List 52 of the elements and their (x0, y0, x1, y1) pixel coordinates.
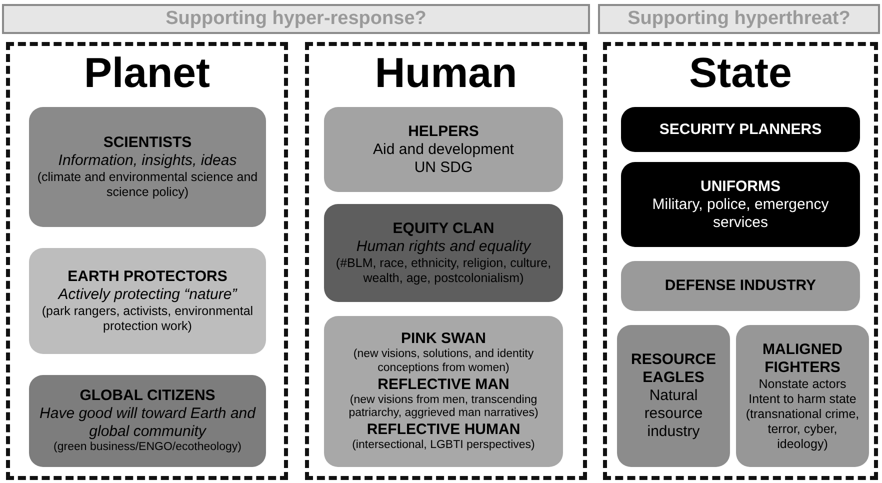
group-heading: EARTH PROTECTORS (68, 268, 228, 286)
description-text: Aid and development (373, 140, 514, 158)
description-text: (green business/ENGO/ecotheology) (54, 441, 242, 455)
banner-text: Supporting hyperthreat? (628, 8, 850, 30)
panel-title: Planet (84, 50, 210, 96)
category-box (621, 162, 860, 247)
group-heading: UNIFORMS (700, 178, 780, 196)
panel-title: Human (374, 50, 518, 96)
group-heading: SECURITY PLANNERS (659, 120, 822, 138)
description-text: (#BLM, race, ethnicity, religion, culture, wealth, age, postcolonialism) (334, 256, 552, 286)
group-heading: PINK SWAN (400, 330, 486, 348)
description-text: (transnational crime, terror, cyber, ideology) (744, 406, 860, 452)
group-heading: REFLECTIVE HUMAN (366, 421, 520, 440)
description-text: Natural resource industry (643, 387, 704, 441)
description-text: UN SDG (414, 158, 473, 176)
category-box (617, 325, 730, 467)
category-box (621, 261, 860, 311)
description-text: Military, police, emergency services (651, 196, 830, 232)
description-text: Information, insights, ideas (58, 152, 237, 170)
description-text: Nonstate actors (758, 376, 846, 392)
group-heading: RESOURCE EAGLES (630, 351, 717, 387)
category-box (621, 107, 860, 152)
dashed-panel (603, 42, 878, 480)
dashed-panel (305, 42, 587, 480)
description-text: (new visions, solutions, and identity conceptions from women) (352, 348, 535, 376)
category-box (324, 316, 563, 467)
category-box (324, 107, 563, 192)
description-text: Intent to harm state (748, 392, 856, 406)
description-text: Have good will toward Earth and global community (38, 405, 257, 442)
group-heading: HELPERS (408, 122, 479, 140)
banner-box (598, 4, 880, 34)
group-heading: DEFENSE INDUSTRY (664, 277, 816, 295)
description-text: (new visions from men, transcending patriarchy, aggrieved man narratives) (348, 394, 540, 422)
category-box (29, 248, 266, 354)
description-text: (climate and environmental science and science policy) (36, 170, 259, 200)
category-box (29, 375, 266, 467)
description-text: Human rights and equality (356, 238, 531, 256)
description-text: Actively protecting “nature” (58, 286, 237, 304)
group-heading: SCIENTISTS (103, 134, 192, 152)
dashed-panel (6, 42, 288, 480)
group-heading: GLOBAL CITIZENS (80, 387, 216, 406)
banner-box (2, 4, 590, 34)
group-heading: EQUITY CLAN (392, 220, 494, 238)
category-box (324, 204, 563, 302)
banner-text: Supporting hyper-response? (166, 8, 426, 30)
description-text: (park rangers, activists, environmental protection work) (40, 304, 254, 334)
panel-title: State (689, 50, 792, 96)
description-text: (intersectional, LGBTI perspectives) (352, 439, 535, 453)
category-box (736, 325, 869, 467)
category-box (29, 107, 266, 227)
group-heading: MALIGNED FIGHTERS (762, 340, 844, 376)
group-heading: REFLECTIVE MAN (378, 376, 510, 394)
